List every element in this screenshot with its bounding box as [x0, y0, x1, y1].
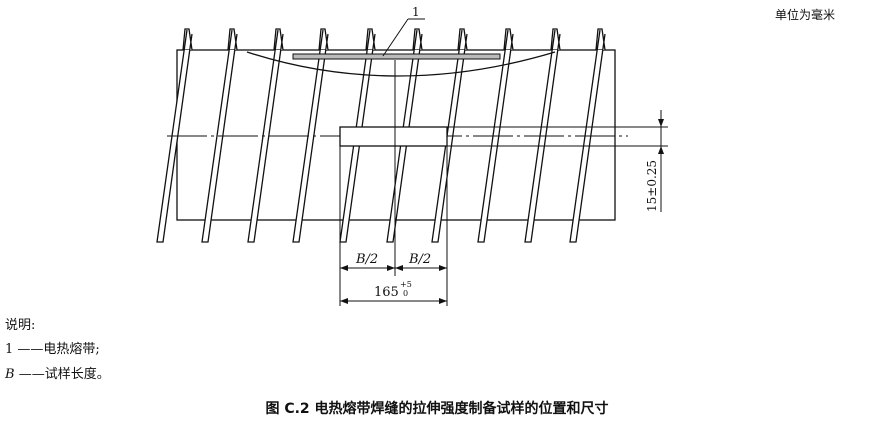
length-tol-lower: 0 [403, 289, 408, 298]
figure-caption: 图 C.2 电热熔带焊缝的拉伸强度制备试样的位置和尺寸 [265, 401, 609, 417]
length-label: 165 [374, 285, 399, 300]
legend-text: ——电热熔带; [17, 342, 100, 357]
callout-leader [382, 18, 409, 57]
half-width-right-label: B/2 [408, 252, 431, 267]
length-tol-upper: +5 [400, 280, 412, 289]
legend-item-1: 1 ——电热熔带; [5, 338, 100, 357]
specimen-strip [339, 126, 448, 147]
weld-zone-curve [246, 51, 556, 77]
legend-key: 1 [5, 342, 14, 357]
half-width-left-label: B/2 [355, 252, 378, 267]
legend-item-2: B ——试样长度。 [5, 363, 110, 382]
callout-label: 1 [412, 5, 420, 19]
half-dim-arrows [340, 265, 447, 271]
legend-text: ——试样长度。 [18, 367, 110, 382]
legend-title: 说明: [5, 318, 36, 333]
legend-key: B [5, 367, 15, 382]
width-dim-label: 15±0.25 [645, 160, 659, 212]
unit-note: 单位为毫米 [775, 8, 836, 22]
width-dim-arrows [658, 119, 664, 154]
electrofusion-band [292, 53, 501, 60]
